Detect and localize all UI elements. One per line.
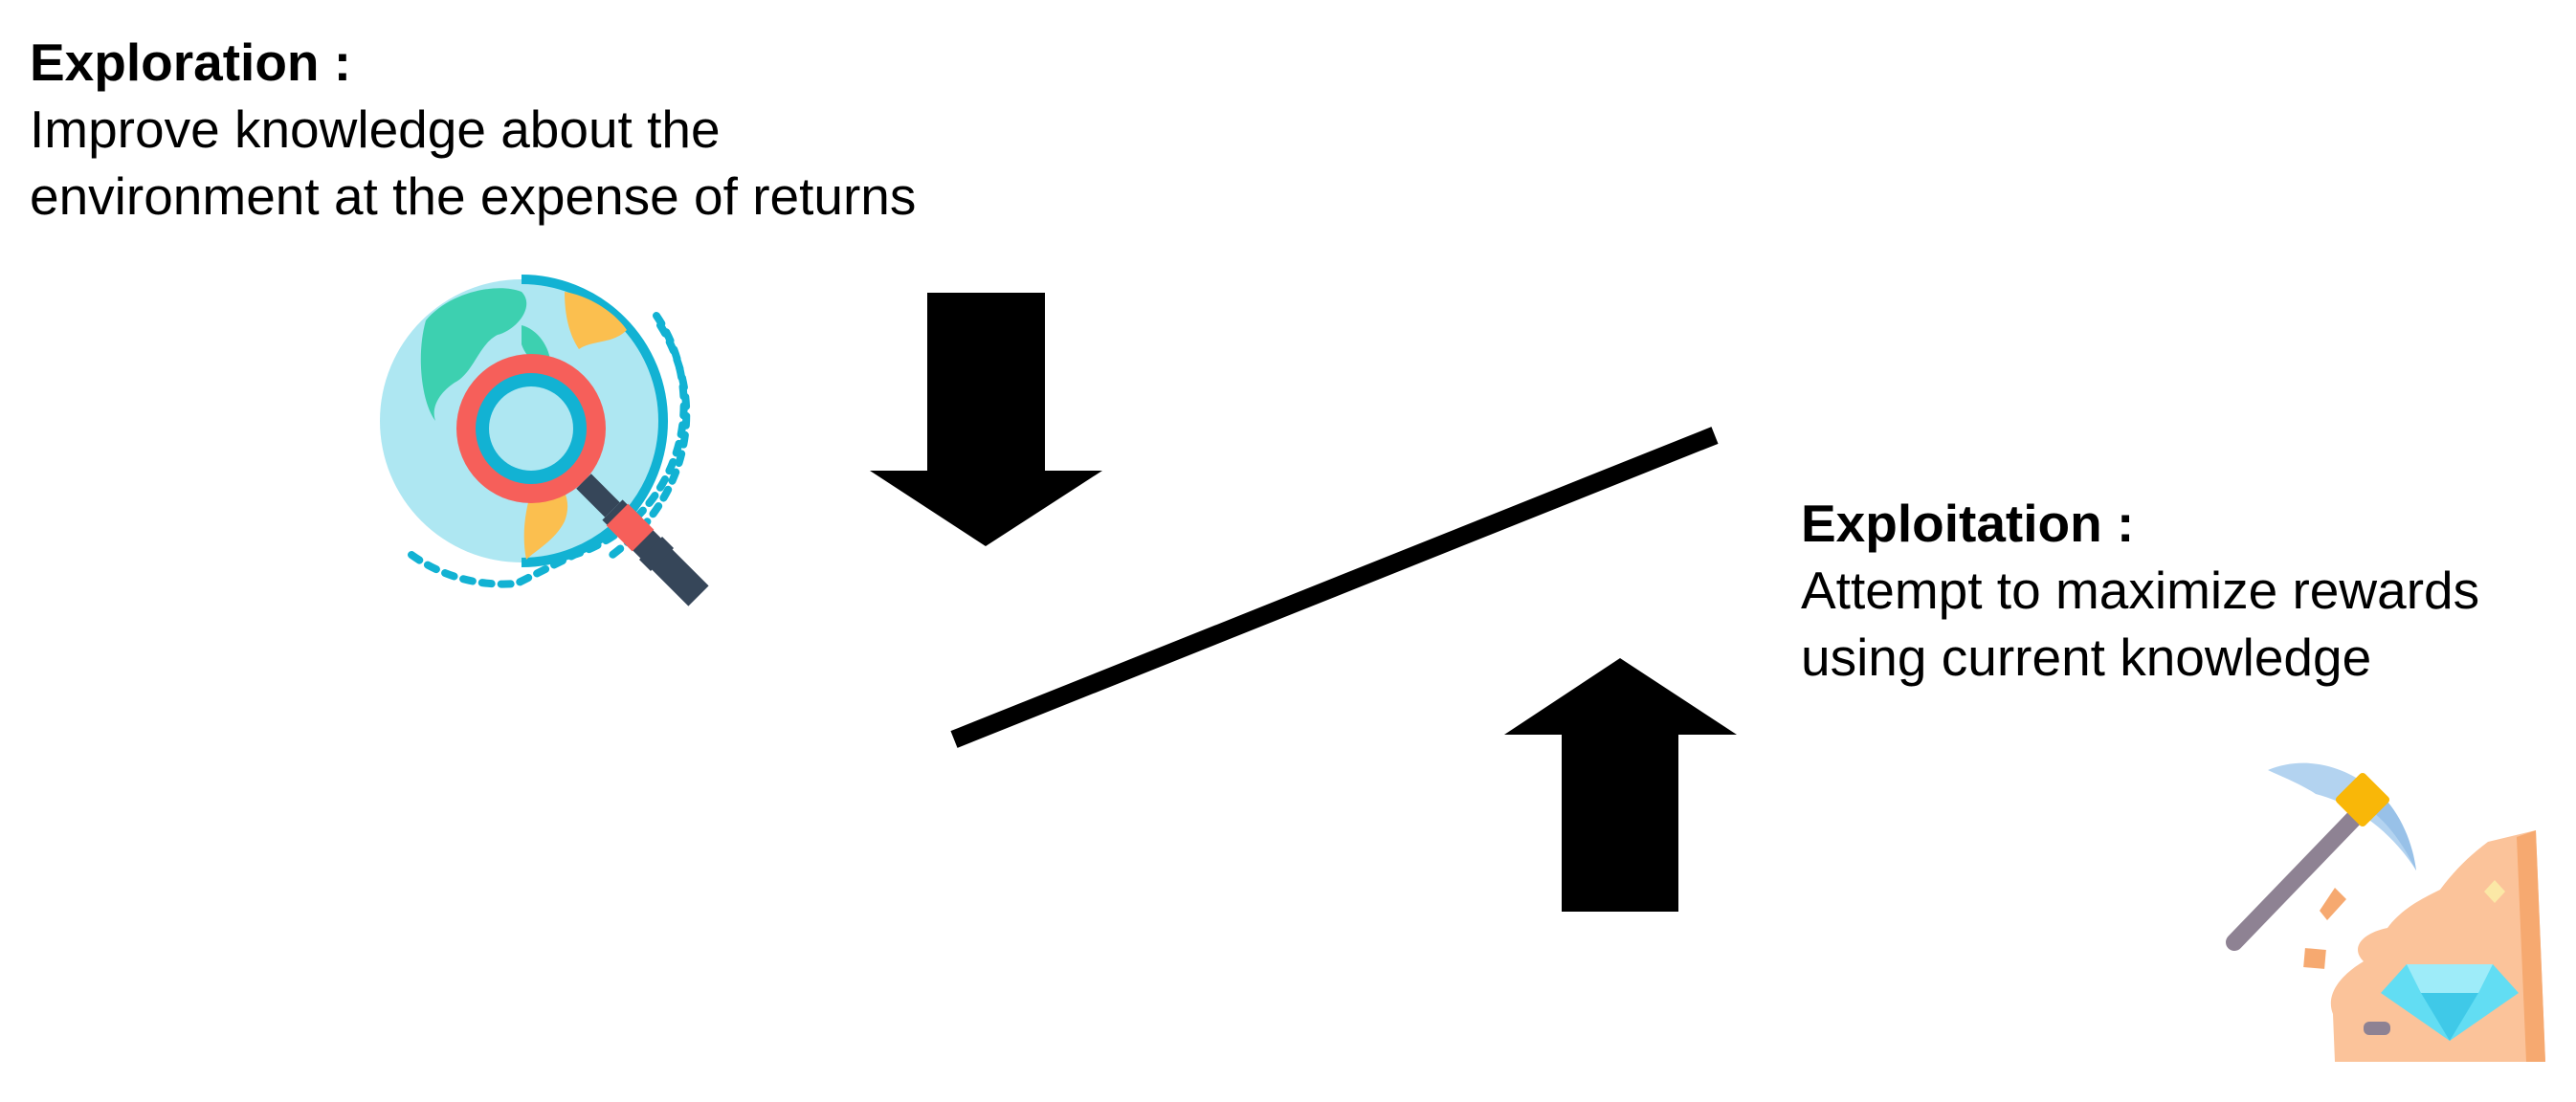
exploitation-label: Exploitation : Attempt to maximize rewar…	[1801, 490, 2479, 691]
balance-line	[950, 427, 1719, 748]
exploration-label: Exploration : Improve knowledge about th…	[30, 29, 916, 230]
pickaxe-diamond-icon	[2226, 762, 2545, 1062]
exploration-heading: Exploration :	[30, 33, 352, 92]
exploration-description-line-2: environment at the expense of returns	[30, 166, 917, 226]
exploration-description-line-1: Improve knowledge about the	[30, 99, 721, 159]
down-arrow	[870, 293, 1102, 546]
exploitation-description-line-1: Attempt to maximize rewards	[1801, 561, 2480, 620]
exploitation-description-line-2: using current knowledge	[1801, 628, 2372, 687]
up-arrow	[1504, 658, 1737, 912]
exploitation-heading: Exploitation :	[1801, 494, 2135, 553]
globe-magnifier-icon	[380, 275, 709, 606]
